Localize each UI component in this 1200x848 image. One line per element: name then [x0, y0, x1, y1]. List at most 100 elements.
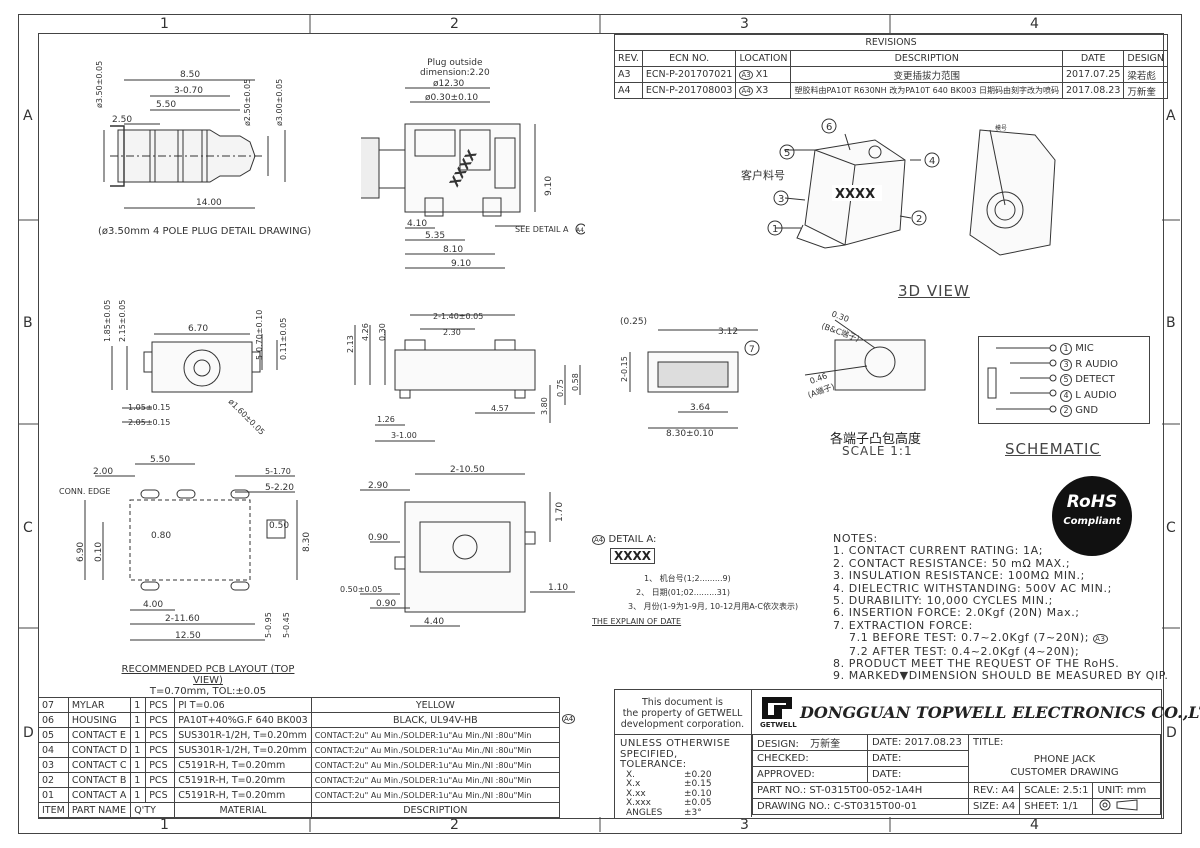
pcb-subcaption: T=0.70mm, TOL:±0.05 [149, 686, 267, 697]
side-dim: 9.10 [544, 176, 554, 196]
property-line: development corporation. [620, 719, 745, 730]
bump-scale: SCALE 1:1 [842, 444, 913, 458]
location-value: X1 [755, 69, 769, 80]
pcb-dim: 12.50 [175, 631, 201, 641]
bom-row: 03 CONTACT C 1 PCS C5191R-H, T=0.20mm CO… [38, 757, 561, 773]
location-tag: A4 [739, 86, 753, 96]
approved-label: APPROVED: [752, 766, 868, 783]
drawing-number: DRAWING NO.: C-ST0315T00-01 [752, 798, 969, 815]
bom-description: CONTACT:2u" Au Min./SOLDER:1u"Au Min./NI… [310, 772, 561, 788]
schematic-pin: 2 GND [1060, 403, 1118, 419]
bom-part: CONTACT E [67, 727, 132, 743]
mold-no-label: 模号 [995, 124, 1007, 132]
projection-symbol-cell [1092, 798, 1161, 815]
bom-qty: 1 [130, 697, 147, 713]
company-name: DONGGUAN TOPWELL ELECTRONICS CO.,LTD. [800, 703, 1200, 722]
date-cell: 2017.08.23 [1061, 82, 1125, 99]
revision-row: A4 ECN-P-201708003 A4 X3 塑胶料由PA10T R630N… [614, 82, 1169, 99]
description-cell: 塑胶料由PA10T R630NH 改为PA10T 640 BK003 日期码由刻… [790, 82, 1063, 99]
design-cell: 梁若彪 [1123, 66, 1169, 83]
detail-a-footer: THE EXPLAIN OF DATE [592, 617, 682, 626]
front-dim: 1.05±0.15 [128, 403, 170, 412]
bump-dim: 2-0.15 [620, 356, 629, 382]
bom-rev-tag: A4 [562, 714, 576, 724]
bom-row: 05 CONTACT E 1 PCS SUS301R-1/2H, T=0.20m… [38, 727, 561, 743]
pcb-dim: 8.30 [302, 532, 312, 552]
middle-dim: 0.58 [571, 373, 580, 391]
note-item: 7. EXTRACTION FORCE: [833, 618, 973, 632]
see-detail-tag: A4 [576, 227, 584, 234]
date-value: 2017.08.23 [904, 737, 962, 748]
tolerance-value: ±3° [684, 807, 702, 818]
tolerance-heading: UNLESS OTHERWISE [620, 738, 731, 749]
plug-drawing: 8.50 3-0.70 5.50 2.50 14.00 ø3.50±0.05 ø… [95, 61, 286, 209]
tolerance-heading: SPECIFIED, TOLERANCE: [620, 748, 687, 770]
date-header: DATE [1061, 50, 1125, 67]
zone-left-b: B [23, 315, 33, 331]
bom-header-row: ITEM PART NAME Q'TY MATERIAL DESCRIPTION [38, 802, 561, 818]
bom-header: DESCRIPTION [310, 802, 561, 818]
design-cell: 万新奎 [1123, 82, 1169, 99]
bom-item: 01 [38, 787, 69, 803]
tolerance-value: ±0.10 [684, 788, 712, 799]
part-number: PART NO.: ST-0315T00-052-1A4H [752, 782, 969, 799]
bom-material: SUS301R-1/2H, T=0.20mm [174, 727, 312, 743]
title-info-table: DESIGN: 万新奎 DATE: 2017.08.23 TITLE: CHEC… [752, 734, 1161, 815]
drawing-title-line: PHONE JACK [1033, 754, 1096, 766]
zone-right-d: D [1166, 725, 1177, 741]
plug-dim: 3-0.70 [174, 86, 203, 96]
note-item: 4. DIELECTRIC WITHSTANDING: 500V AC MIN.… [833, 581, 1112, 595]
balloon-3: 3 [778, 194, 784, 205]
bottom-dim: 2-10.50 [450, 465, 485, 475]
zone-bottom-2: 2 [450, 817, 459, 833]
pcb-dim: 5.50 [150, 455, 170, 465]
pcb-dim: CONN. EDGE [59, 487, 110, 496]
company-header: GETWELL DONGGUAN TOPWELL ELECTRONICS CO.… [752, 689, 1200, 734]
middle-dim: 3.80 [540, 397, 549, 415]
checked-label: CHECKED: [752, 750, 868, 767]
pin-name: R AUDIO [1075, 358, 1118, 370]
location-tag: A3 [739, 70, 753, 80]
bom-material: C5191R-H, T=0.20mm [174, 787, 312, 803]
side-view-drawing: XXXX ø12.30 ø0.30±0.10 9.10 4.10 5.35 8.… [361, 79, 585, 269]
bom-item: 02 [38, 772, 69, 788]
bump-dim: (0.25) [620, 317, 647, 327]
note-item: 7.2 AFTER TEST: 0.4~2.0Kgf (4~20N); [849, 644, 1080, 658]
pcb-dim: 5-0.45 [282, 612, 291, 638]
pcb-dim: 2.00 [93, 467, 113, 477]
front-dim: 1.85±0.05 [103, 300, 112, 342]
revision-value: REV.: A4 [967, 782, 1021, 799]
schematic-pin: 1 MIC [1060, 341, 1118, 357]
getwell-logo-icon [762, 697, 792, 719]
front-dim: 6.70 [188, 324, 208, 334]
bom-unit: PCS [145, 712, 176, 728]
location-header: LOCATION [735, 50, 792, 67]
bom-row: 02 CONTACT B 1 PCS C5191R-H, T=0.20mm CO… [38, 772, 561, 788]
ecn-cell: ECN-P-201708003 [641, 82, 737, 99]
date-cell: 2017.07.25 [1061, 66, 1125, 83]
revision-row: A3 ECN-P-201707021 A3 X1 变更插拔力范围 2017.07… [614, 66, 1169, 83]
property-line: This document is [642, 697, 723, 708]
detail-a-title: DETAIL A: [608, 534, 657, 545]
note-rev-tag: A3 [1093, 634, 1108, 645]
note-item: 6. INSERTION FORCE: 2.0Kgf (20N) Max.; [833, 606, 1080, 620]
customer-part-label: 客户料号 [741, 168, 785, 182]
bom-item: 05 [38, 727, 69, 743]
bom-table: 07 MYLAR 1 PCS PI T=0.06 YELLOW 06 HOUSI… [38, 697, 561, 818]
pcb-dim: 5-1.70 [265, 467, 291, 476]
bom-item: 03 [38, 757, 69, 773]
note-item: 1. CONTACT CURRENT RATING: 1A; [833, 544, 1044, 558]
ecn-header: ECN NO. [641, 50, 737, 67]
front-dim: 2.05±0.15 [128, 418, 170, 427]
bump-view-drawing: 7 (0.25) 3.12 2-0.15 3.64 8.30±0.10 [620, 317, 760, 437]
bom-qty: 1 [130, 742, 147, 758]
notes-title: NOTES: [833, 532, 878, 545]
middle-dim: 0.30 [378, 323, 387, 341]
middle-dim: 3-1.00 [391, 431, 417, 440]
zone-right-a: A [1166, 108, 1176, 124]
description-cell: 变更插拔力范围 [790, 66, 1063, 83]
sheet-value: SHEET: 1/1 [1019, 798, 1094, 815]
location-cell: A4 X3 [735, 82, 792, 99]
balloon-5: 5 [784, 148, 790, 159]
